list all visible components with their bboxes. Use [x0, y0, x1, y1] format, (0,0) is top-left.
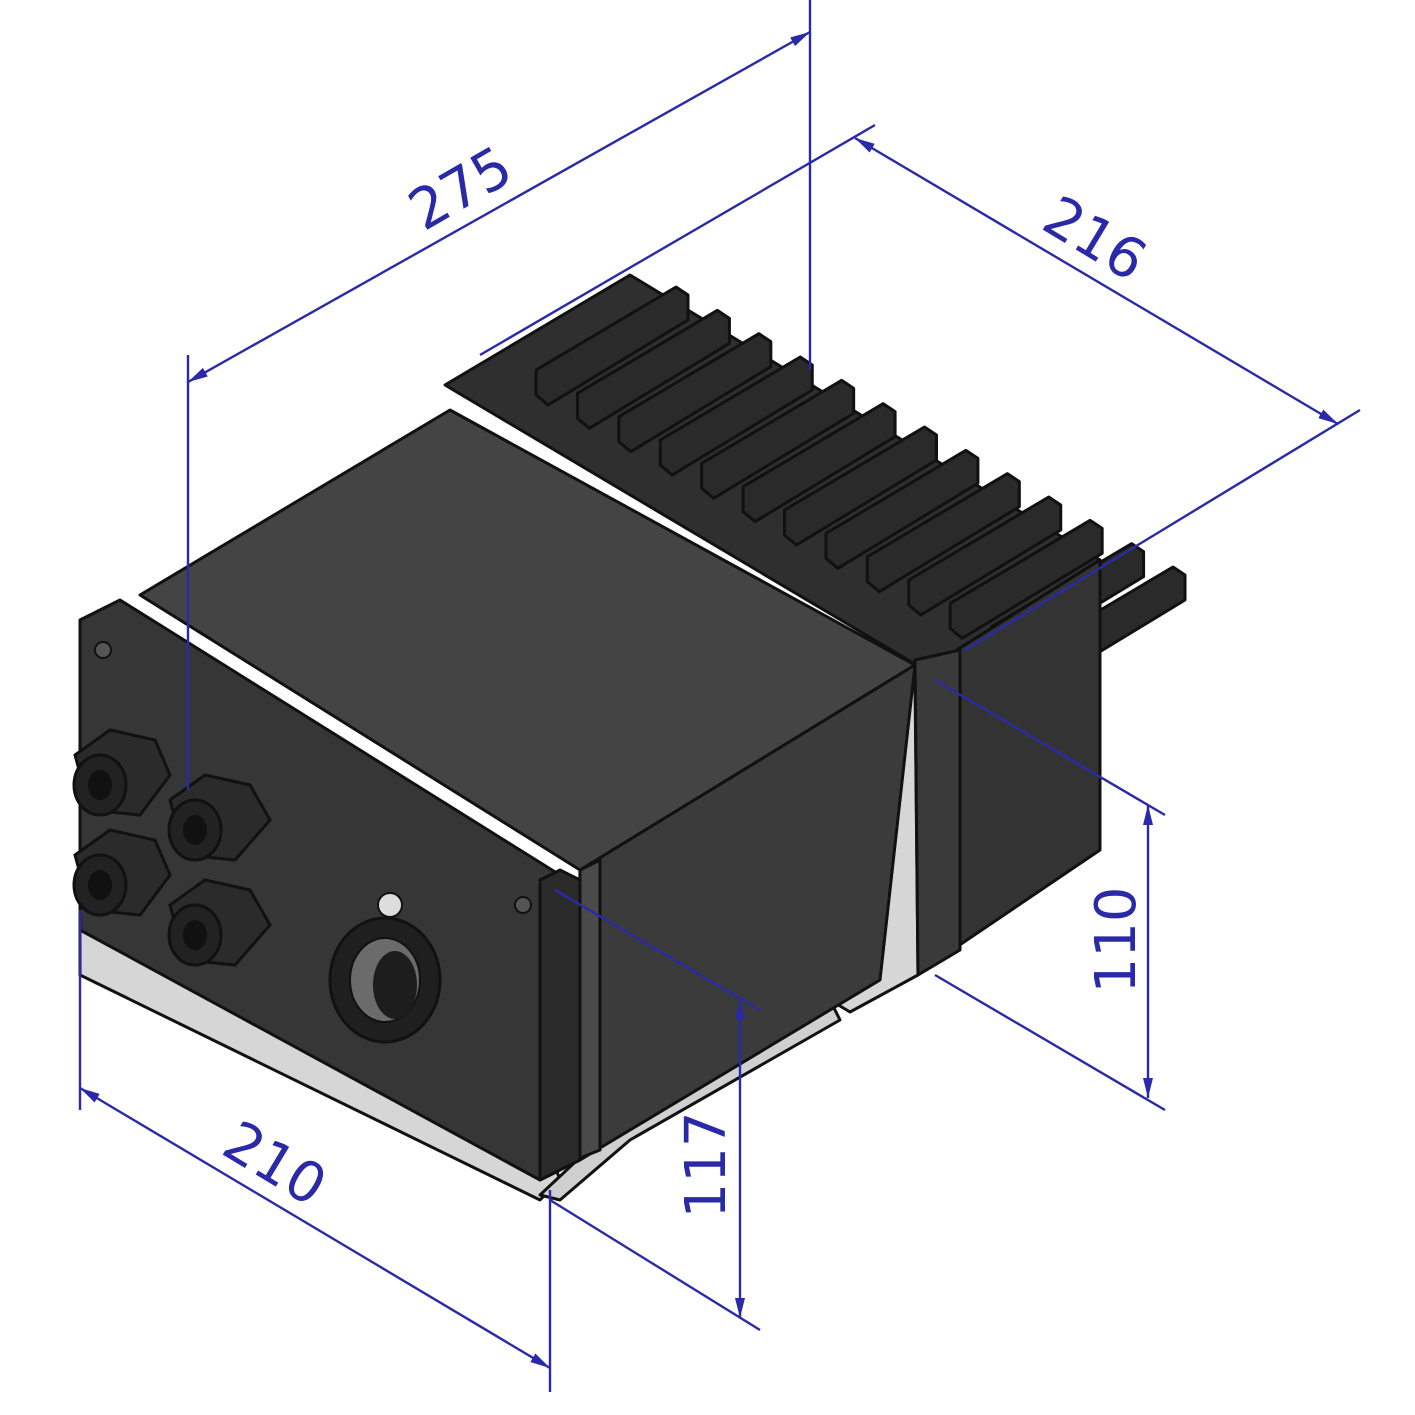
heatsink-fin — [865, 472, 1021, 594]
cable-gland-icon — [167, 773, 272, 862]
dimension-label-110: 110 — [1084, 887, 1149, 994]
cable-gland-icon — [72, 728, 172, 817]
dimension-lines — [78, 0, 1361, 1392]
clamp-ring-icon — [328, 892, 442, 1044]
cover-screws — [94, 641, 532, 914]
dimension-label-216: 216 — [1032, 184, 1157, 295]
screw-icon — [514, 896, 532, 914]
enclosure — [72, 273, 1187, 1202]
heatsink-fin — [948, 518, 1104, 640]
cable-gland-icon — [72, 828, 172, 917]
heatsink-fin — [907, 495, 1063, 617]
heatsink-fin — [783, 425, 938, 547]
cable-glands — [72, 728, 272, 967]
cable-gland-icon — [167, 878, 272, 967]
screw-icon — [94, 641, 112, 659]
heatsink-side-front — [913, 648, 962, 977]
front-cover-rim — [538, 868, 582, 1182]
dimension-label-117: 117 — [674, 1112, 739, 1219]
heatsink-fin — [700, 378, 856, 500]
heatsink-fin — [824, 448, 980, 570]
